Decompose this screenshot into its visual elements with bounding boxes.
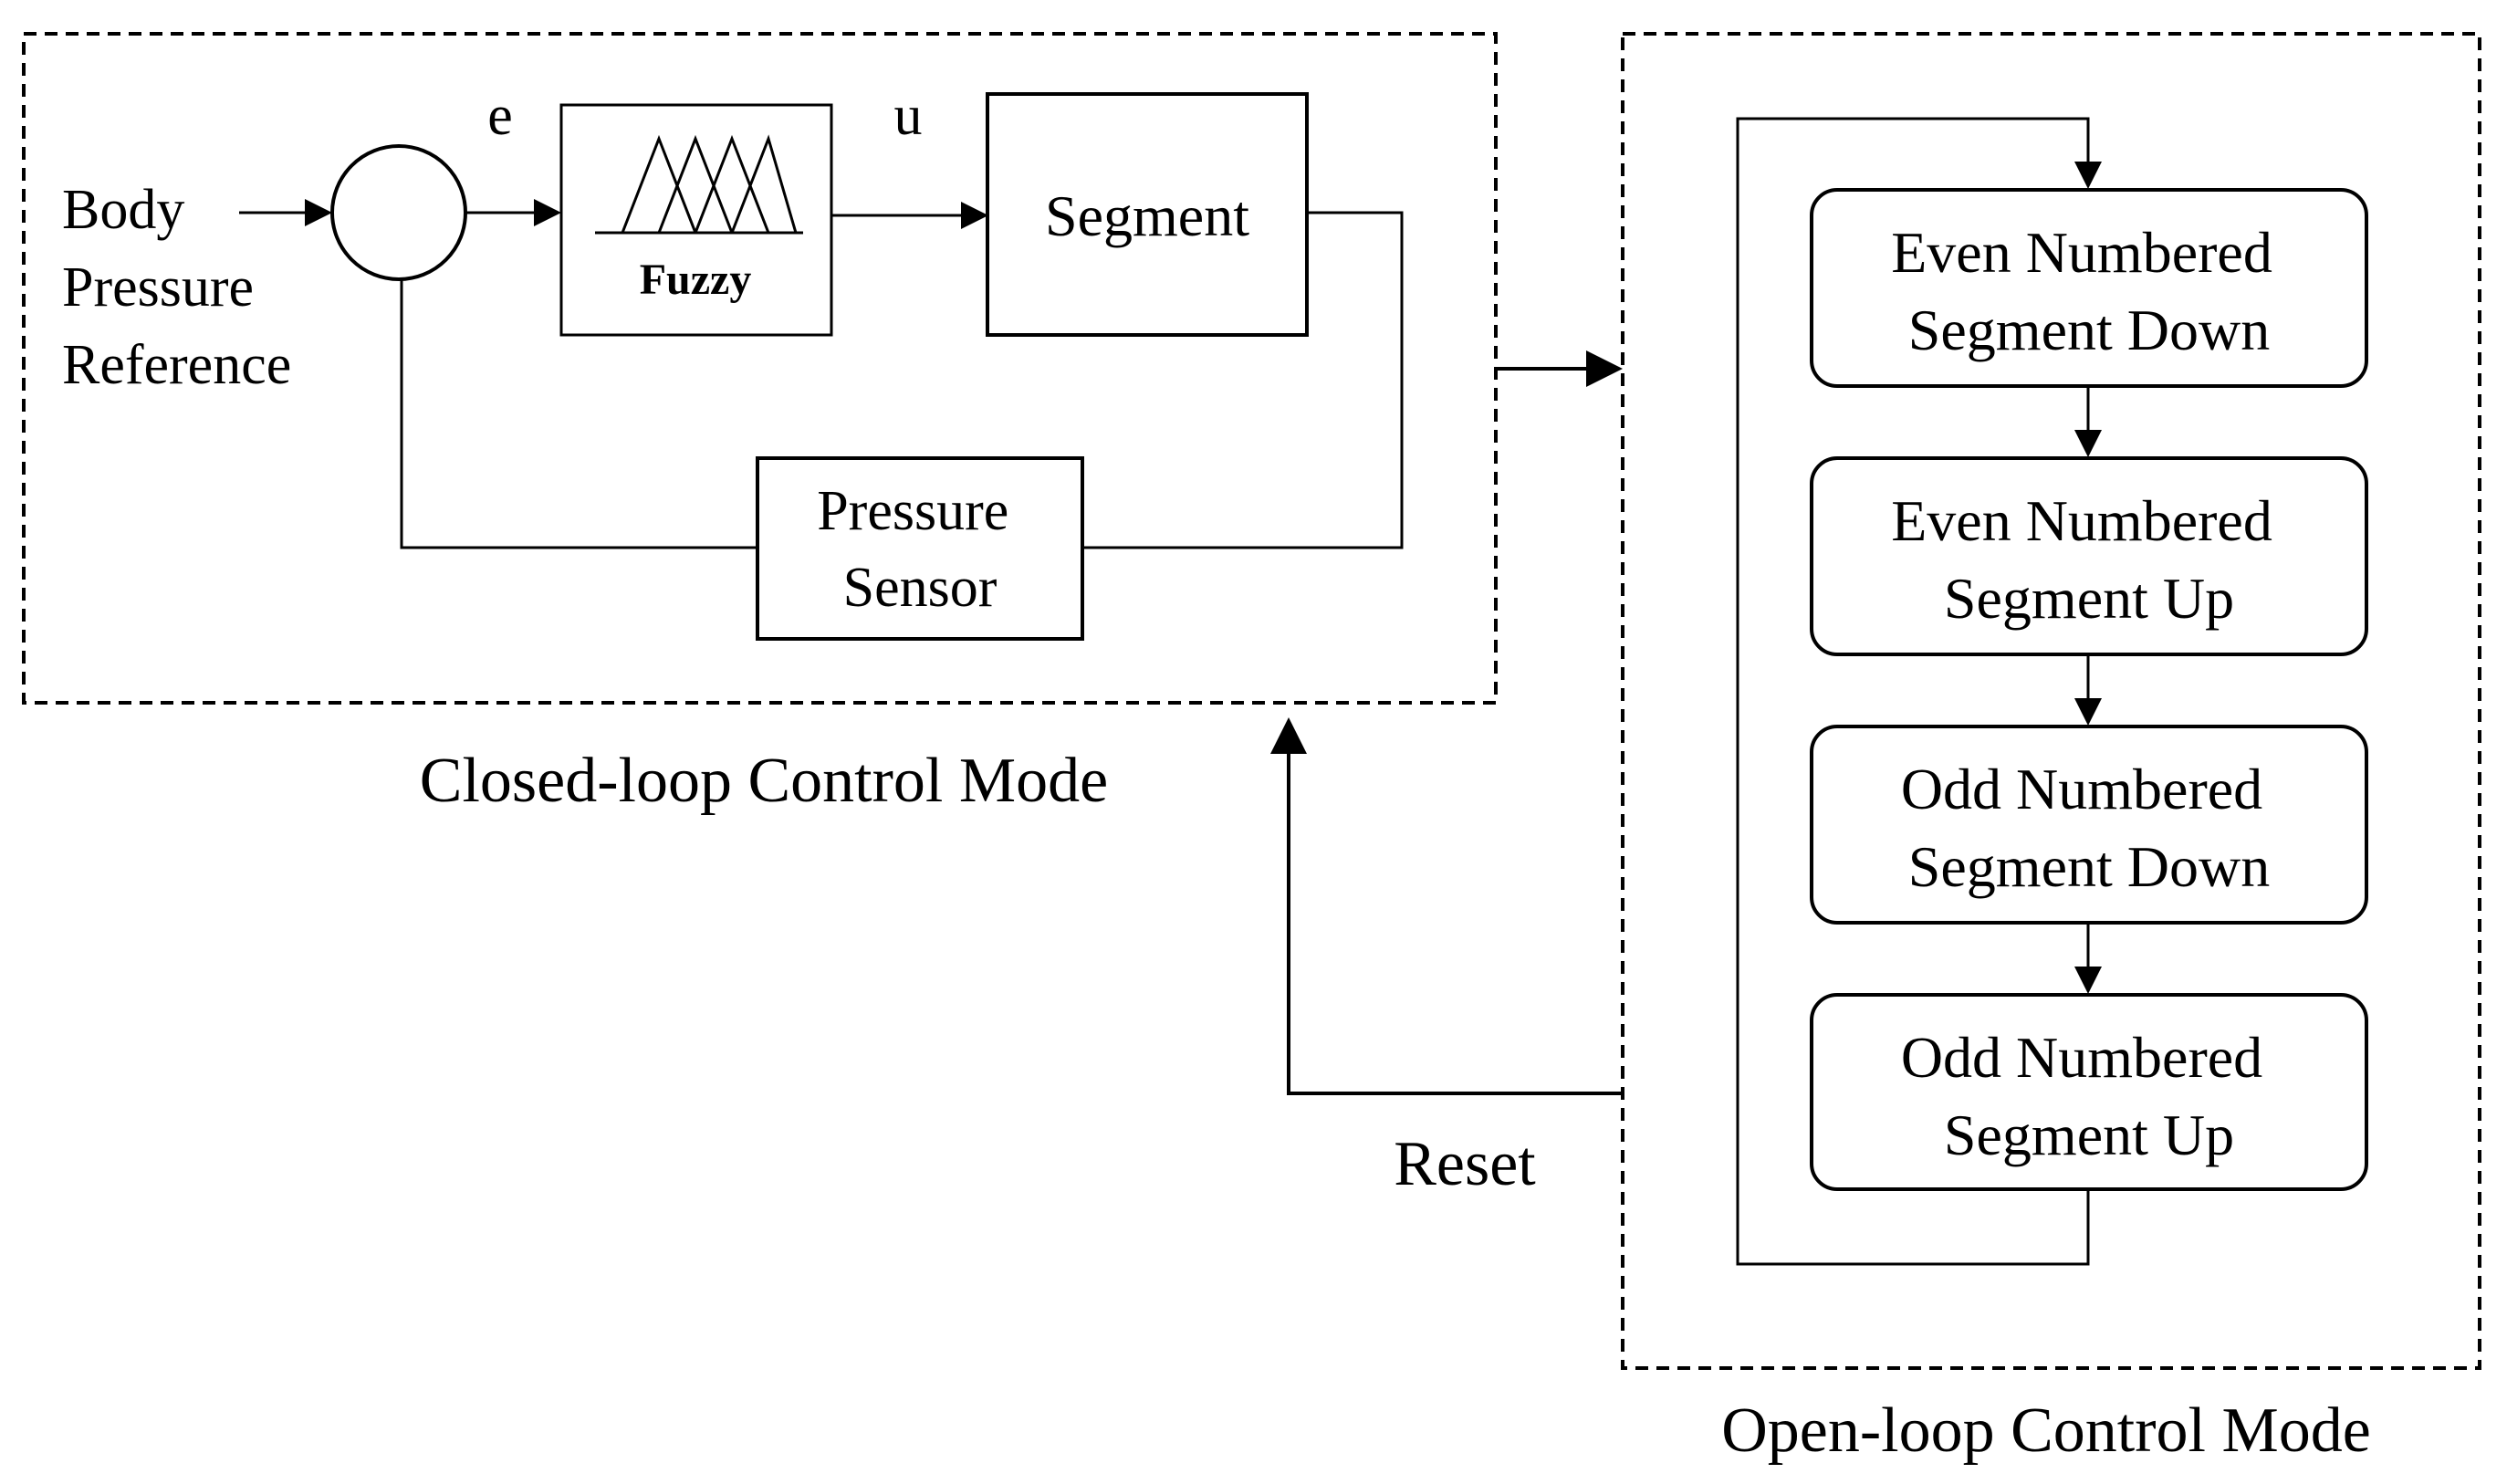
segment-block — [986, 92, 1309, 337]
step-3-line-2: Segment Down — [1908, 834, 2270, 899]
reset-arrow — [1270, 717, 1623, 1095]
step-2-line-1: Even Numbered — [1891, 488, 2272, 553]
loop-back-path — [1736, 117, 2102, 1266]
step-4-line-1: Odd Numbered — [1901, 1025, 2262, 1090]
step-1-line-1: Even Numbered — [1891, 220, 2272, 285]
step-4-line-2: Segment Up — [1944, 1103, 2234, 1167]
step-2-line-2: Segment Up — [1944, 566, 2234, 631]
closed-loop-caption: Closed-loop Control Mode — [420, 746, 1108, 816]
sensor-label-line-1: Pressure — [817, 480, 1008, 542]
membership-functions-icon — [595, 134, 803, 235]
input-label-line-2: Pressure — [62, 256, 254, 319]
open-loop-caption: Open-loop Control Mode — [1721, 1395, 2371, 1466]
input-label-line-1: Body — [62, 179, 184, 241]
summing-junction — [330, 144, 467, 281]
reset-label: Reset — [1394, 1129, 1536, 1199]
svg-text:Odd Numbered Segment Up: Odd Numbered Segment Up — [1901, 1025, 2277, 1167]
step-block-3: Odd Numbered Segment Down — [1810, 725, 2368, 925]
error-label: e — [487, 85, 513, 147]
input-label-line-3: Reference — [62, 334, 291, 396]
segment-label: Segment — [1045, 183, 1249, 248]
control-label: u — [894, 85, 923, 147]
sensor-label-line-2: Sensor — [843, 557, 998, 619]
svg-text:Even Numbered Segment Up: Even Numbered Segment Up — [1891, 488, 2287, 631]
sensor-label: Pressure Sensor — [817, 480, 1023, 619]
step-block-2: Even Numbered Segment Up — [1810, 456, 2368, 656]
feedback-path-left — [400, 279, 757, 549]
closed-loop-frame — [22, 32, 1498, 705]
fuzzy-label: Fuzzy — [640, 256, 752, 304]
fuzzy-block: Fuzzy — [559, 103, 833, 337]
step-block-4: Odd Numbered Segment Up — [1810, 993, 2368, 1191]
step-3-line-1: Odd Numbered — [1901, 757, 2262, 821]
feedback-path-right — [1082, 211, 1404, 549]
svg-text:Even Numbered Segment Do: Even Numbered Segment Down — [1891, 220, 2287, 362]
input-label: Body Pressure Reference — [62, 179, 291, 396]
step-1-line-2: Segment Down — [1908, 298, 2270, 362]
pressure-sensor-block — [756, 456, 1084, 641]
step-block-1: Even Numbered Segment Down — [1810, 188, 2368, 388]
open-loop-frame — [1621, 32, 2481, 1370]
svg-text:Odd Numbered Segment Dow: Odd Numbered Segment Down — [1901, 757, 2277, 899]
